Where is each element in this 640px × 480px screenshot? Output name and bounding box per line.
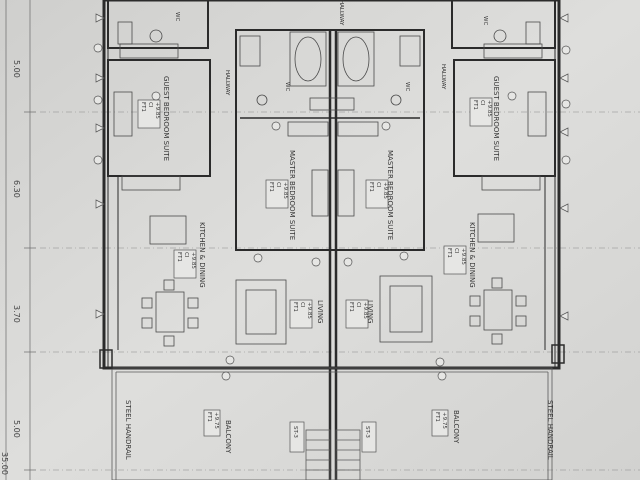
- tag-master-left-1: FT1: [268, 182, 274, 192]
- handrail-label-right: STEEL HANDRAIL: [546, 400, 554, 460]
- tag-kitchen-right-2: CI: [453, 248, 459, 254]
- room-labels: MASTER BEDROOM SUITE MASTER BEDROOM SUIT…: [124, 0, 554, 460]
- room-label-kitchen-right: KITCHEN & DINING: [468, 222, 476, 288]
- room-label-living-left: LIVING: [316, 300, 324, 323]
- room-label-wc-2: WC: [284, 82, 290, 91]
- stair-tag-right: ST-3: [364, 426, 370, 438]
- tag-living-left-3: +9.85: [306, 302, 312, 319]
- tag-guest-right-1: FT1: [472, 100, 478, 110]
- tag-balcony-left-2: +9.75: [213, 412, 219, 429]
- finish-tags: FT1 CI +9.85 FT1 CI +9.85 FT1 CI +9.85 F…: [137, 97, 493, 437]
- tag-kitchen-right-3: +9.85: [460, 248, 466, 265]
- window-markers: [93, 13, 571, 321]
- tag-guest-right-2: CI: [479, 100, 485, 106]
- room-label-master-bedroom-left: MASTER BEDROOM SUITE: [288, 150, 296, 240]
- room-label-hallway-center: HALLWAY: [338, 0, 344, 26]
- tag-kitchen-left-1: FT1: [176, 252, 182, 262]
- tag-guest-left-2: CI: [147, 102, 153, 108]
- room-label-wc-3: WC: [404, 82, 410, 91]
- stairs: ST-3 ST-3: [289, 421, 377, 480]
- stair-tag-left: ST-3: [292, 426, 298, 438]
- dimension-3-70: 3.70: [12, 305, 21, 323]
- tag-guest-left-1: FT1: [140, 102, 146, 112]
- tag-master-right-2: CI: [375, 182, 381, 188]
- tag-balcony-right-2: +9.75: [441, 412, 447, 429]
- room-label-master-bedroom-right: MASTER BEDROOM SUITE: [386, 150, 394, 240]
- room-label-wc-1: WC: [174, 12, 180, 21]
- furniture: [113, 91, 547, 347]
- tag-balcony-left-1: FT1: [206, 412, 212, 422]
- tag-guest-right-3: +9.85: [486, 100, 492, 117]
- left-dimension-chain: 5.00 6.30 3.70 5.00 35.00: [0, 0, 36, 480]
- tag-balcony-right-1: FT1: [434, 412, 440, 422]
- tag-living-right-1: FT1: [348, 302, 354, 312]
- dimension-35-00: 35.00: [0, 452, 9, 475]
- tag-living-right-3: +9.85: [362, 302, 368, 319]
- handrail-label-left: STEEL HANDRAIL: [124, 400, 132, 460]
- room-label-hallway-right: HALLWAY: [440, 64, 446, 90]
- room-label-wc-4: WC: [482, 16, 488, 25]
- room-label-kitchen-left: KITCHEN & DINING: [198, 222, 206, 288]
- tag-kitchen-left-2: CI: [183, 252, 189, 258]
- room-label-balcony-right: BALCONY: [452, 410, 460, 444]
- dimension-6-30: 6.30: [12, 180, 21, 198]
- tag-living-left-2: CI: [299, 302, 305, 308]
- tag-master-right-1: FT1: [368, 182, 374, 192]
- tag-kitchen-left-3: +9.85: [190, 252, 196, 269]
- reference-bubbles: [151, 91, 517, 381]
- room-label-guest-bedroom-left: GUEST BEDROOM SUITE: [162, 76, 170, 161]
- dimension-5-00-top: 5.00: [12, 60, 21, 78]
- dimension-5-00-bottom: 5.00: [12, 420, 21, 438]
- tag-kitchen-right-1: FT1: [446, 248, 452, 258]
- room-label-hallway-left: HALLWAY: [224, 70, 230, 96]
- tag-master-right-3: +9.85: [382, 182, 388, 199]
- tag-master-left-2: CI: [275, 182, 281, 188]
- room-label-balcony-left: BALCONY: [224, 420, 232, 454]
- tag-living-left-1: FT1: [292, 302, 298, 312]
- walls: [99, 0, 565, 480]
- room-label-living-right: LIVING: [366, 300, 374, 323]
- bathroom-fixtures: [117, 21, 543, 137]
- tag-guest-left-3: +9.85: [154, 102, 160, 119]
- tag-living-right-2: CI: [355, 302, 361, 308]
- tag-master-left-3: +9.85: [282, 182, 288, 199]
- room-label-guest-bedroom-right: GUEST BEDROOM SUITE: [492, 76, 500, 161]
